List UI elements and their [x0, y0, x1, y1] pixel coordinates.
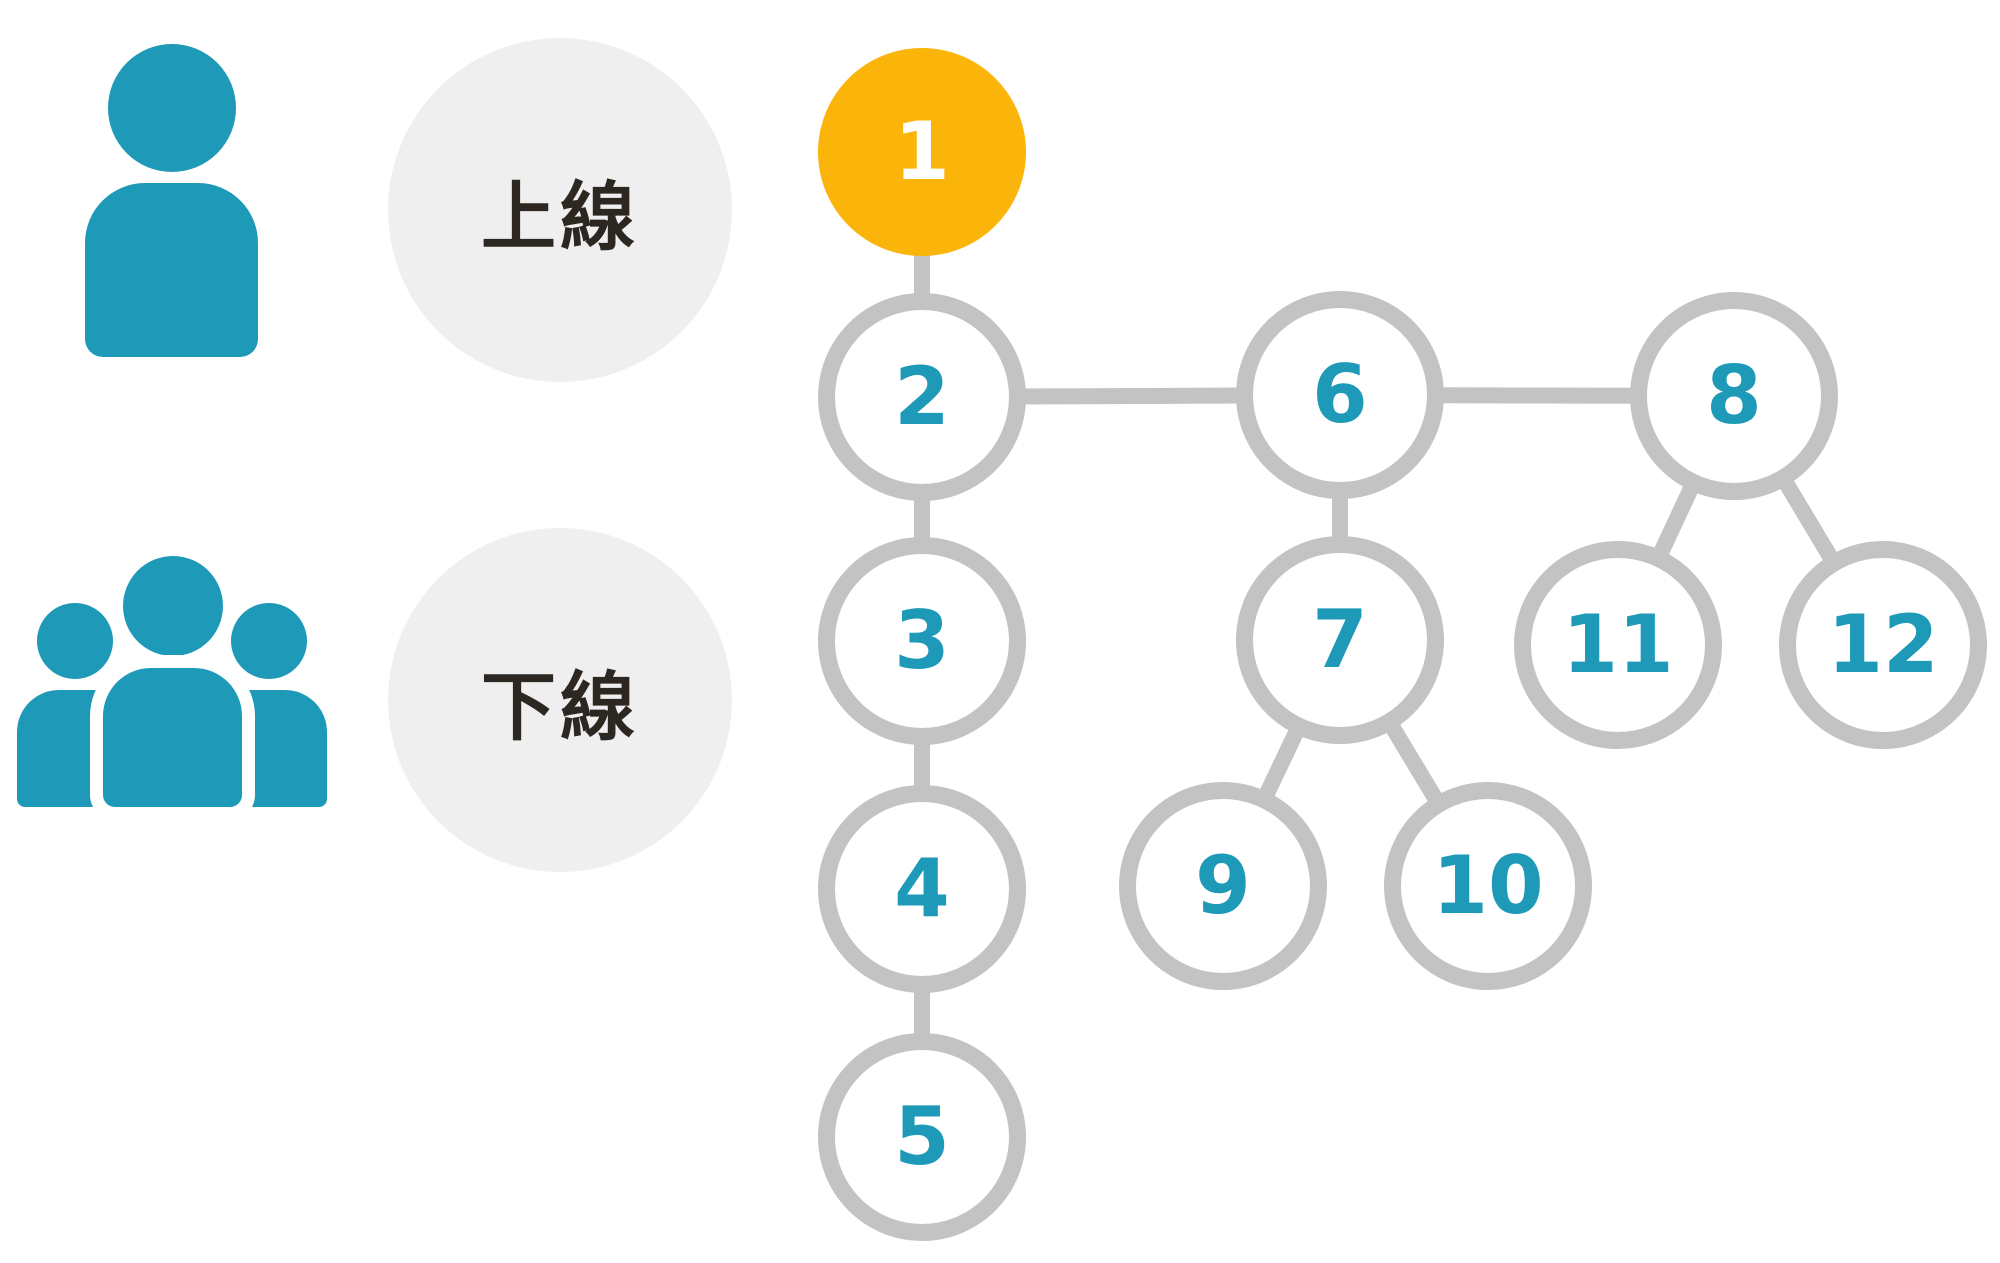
group-left-head-shape: [37, 603, 113, 679]
single-person-icon: [85, 44, 258, 357]
node-label: 7: [1312, 593, 1368, 686]
tree-node-4: 4: [818, 785, 1026, 993]
group-right-head-shape: [231, 603, 307, 679]
node-label: 5: [894, 1090, 950, 1183]
tree-node-8: 8: [1630, 292, 1838, 500]
downline-badge: 下線: [388, 528, 732, 872]
node-label: 11: [1562, 598, 1674, 691]
node-label: 6: [1312, 348, 1368, 441]
node-label: 9: [1195, 839, 1251, 932]
group-left-body-shape: [17, 690, 105, 807]
tree-node-9: 9: [1119, 782, 1327, 990]
node-label: 8: [1706, 349, 1762, 442]
person-body-shape: [85, 183, 258, 357]
tree-node-6: 6: [1236, 291, 1444, 499]
tree-node-11: 11: [1514, 541, 1722, 749]
upline-label: 上線: [480, 172, 639, 261]
upline-badge: 上線: [388, 38, 732, 382]
person-head-shape: [108, 44, 236, 172]
group-center-head-shape: [123, 556, 223, 656]
tree-node-3: 3: [818, 537, 1026, 745]
node-label: 4: [894, 842, 950, 935]
tree-node-1: 1: [818, 48, 1026, 256]
tree-node-2: 2: [818, 293, 1026, 501]
node-label: 1: [894, 105, 950, 198]
node-label: 3: [894, 594, 950, 687]
group-right-body-shape: [239, 690, 327, 807]
node-label: 2: [894, 350, 950, 443]
group-people-icon: [17, 556, 327, 807]
tree-node-5: 5: [818, 1033, 1026, 1241]
tree-node-12: 12: [1779, 541, 1987, 749]
tree-node-10: 10: [1384, 782, 1592, 990]
node-label: 10: [1432, 839, 1544, 932]
downline-label: 下線: [480, 662, 639, 751]
tree-node-7: 7: [1236, 536, 1444, 744]
node-label: 12: [1827, 598, 1939, 691]
group-center-body-shape: [103, 668, 242, 807]
